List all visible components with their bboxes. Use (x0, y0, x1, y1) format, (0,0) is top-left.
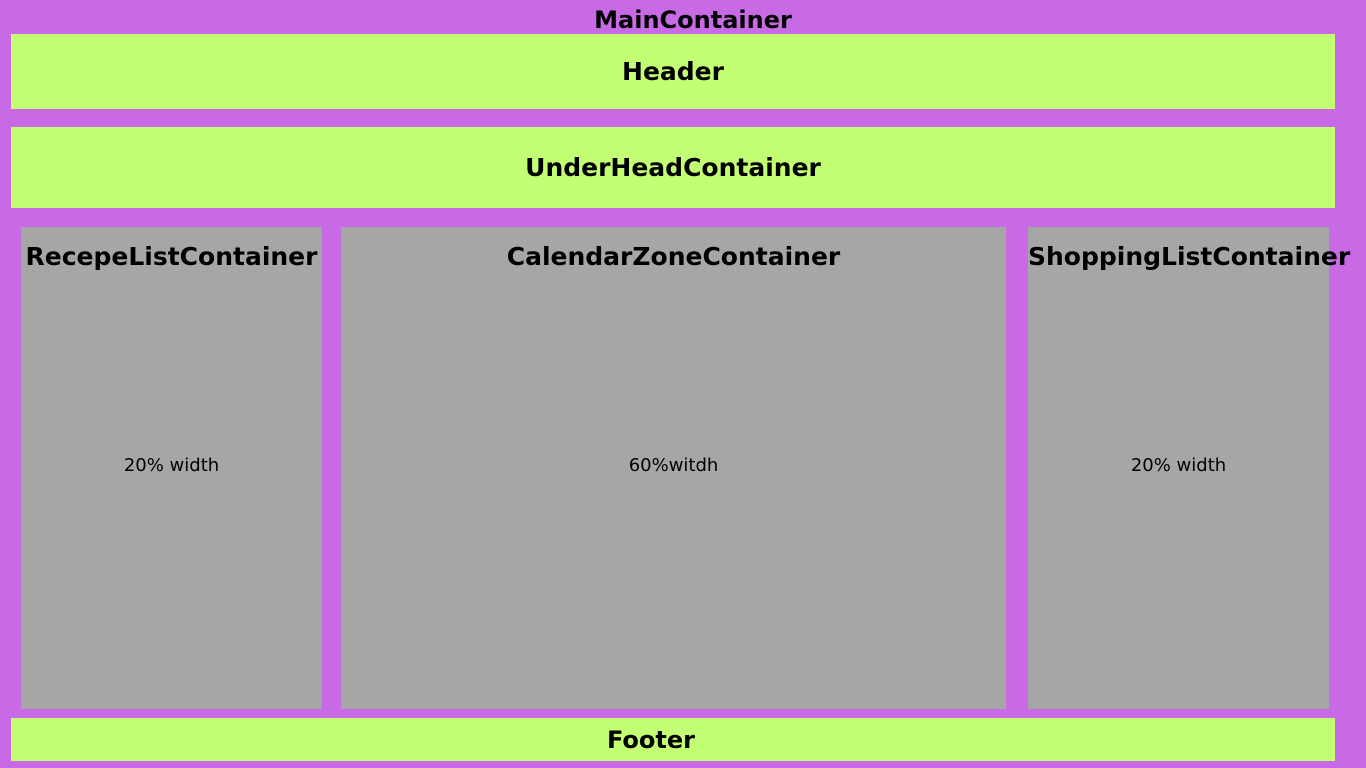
shopping-list-width-note: 20% width (1130, 455, 1227, 476)
under-head-label: UnderHeadContainer (525, 153, 821, 182)
recipe-list-width-note: 20% width (123, 455, 220, 476)
header-label: Header (622, 57, 724, 86)
shopping-list-container-box: ShoppingListContainer 20% width (1028, 227, 1351, 709)
main-container-title: MainContainer (594, 6, 792, 34)
header-box: Header (11, 34, 1335, 109)
calendar-zone-container-box: CalendarZoneContainer 60%witdh (341, 227, 1006, 709)
footer-label: Footer (607, 725, 695, 754)
recipe-list-title: RecepeListContainer (25, 242, 318, 271)
calendar-zone-title: CalendarZoneContainer (506, 242, 841, 271)
under-head-container-box: UnderHeadContainer (11, 127, 1335, 208)
calendar-zone-width-note: 60%witdh (628, 455, 719, 476)
recipe-list-container-box: RecepeListContainer 20% width (21, 227, 322, 709)
shopping-list-title: ShoppingListContainer (1028, 242, 1351, 271)
footer-box: Footer (11, 718, 1335, 761)
